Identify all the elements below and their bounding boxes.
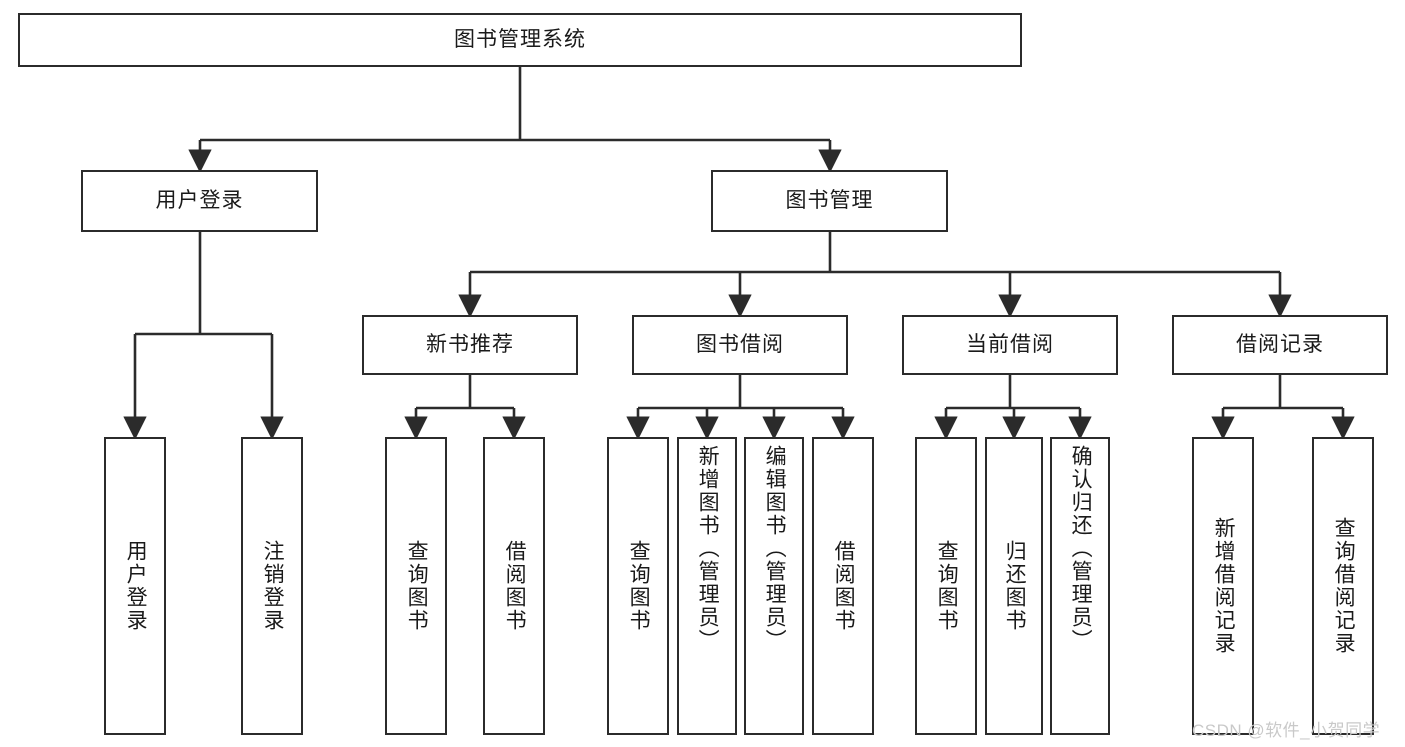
leaf-logout[interactable]: 注销登录 — [241, 437, 303, 735]
leaf-query-book-borrow-label: 查询图书 — [627, 540, 651, 632]
leaf-add-borrow-record-label: 新增借阅记录 — [1212, 517, 1236, 655]
leaf-borrow-book-label: 借阅图书 — [832, 540, 856, 632]
node-book-manage-label: 图书管理 — [785, 188, 874, 212]
node-book-borrow[interactable]: 图书借阅 — [632, 315, 848, 375]
leaf-add-book[interactable]: 新增图书（管理员） — [677, 437, 737, 735]
node-user-login-label: 用户登录 — [155, 188, 244, 212]
node-current-borrow-label: 当前借阅 — [966, 332, 1054, 356]
node-root[interactable]: 图书管理系统 — [18, 13, 1022, 67]
node-new-book-recommend[interactable]: 新书推荐 — [362, 315, 578, 375]
leaf-add-book-label: 新增图书（管理员） — [696, 445, 720, 652]
node-new-book-recommend-label: 新书推荐 — [426, 332, 514, 356]
leaf-borrow-book-recommend-label: 借阅图书 — [503, 540, 527, 632]
leaf-user-login-label: 用户登录 — [124, 540, 148, 632]
leaf-confirm-return[interactable]: 确认归还（管理员） — [1050, 437, 1110, 735]
node-current-borrow[interactable]: 当前借阅 — [902, 315, 1118, 375]
leaf-query-borrow-record[interactable]: 查询借阅记录 — [1312, 437, 1374, 735]
node-root-label: 图书管理系统 — [454, 27, 586, 51]
leaf-borrow-book[interactable]: 借阅图书 — [812, 437, 874, 735]
leaf-user-login[interactable]: 用户登录 — [104, 437, 166, 735]
leaf-return-book-label: 归还图书 — [1003, 540, 1027, 632]
leaf-add-borrow-record[interactable]: 新增借阅记录 — [1192, 437, 1254, 735]
leaf-logout-label: 注销登录 — [261, 540, 285, 632]
node-book-manage[interactable]: 图书管理 — [711, 170, 948, 232]
leaf-query-book-current-label: 查询图书 — [935, 540, 959, 632]
leaf-query-book-borrow[interactable]: 查询图书 — [607, 437, 669, 735]
leaf-query-book-recommend-label: 查询图书 — [405, 540, 429, 632]
leaf-query-book-current[interactable]: 查询图书 — [915, 437, 977, 735]
leaf-edit-book-label: 编辑图书（管理员） — [763, 445, 787, 652]
node-borrow-record[interactable]: 借阅记录 — [1172, 315, 1388, 375]
node-borrow-record-label: 借阅记录 — [1236, 332, 1324, 356]
leaf-edit-book[interactable]: 编辑图书（管理员） — [744, 437, 804, 735]
leaf-query-book-recommend[interactable]: 查询图书 — [385, 437, 447, 735]
node-book-borrow-label: 图书借阅 — [696, 332, 784, 356]
leaf-confirm-return-label: 确认归还（管理员） — [1069, 445, 1093, 652]
leaf-return-book[interactable]: 归还图书 — [985, 437, 1043, 735]
leaf-borrow-book-recommend[interactable]: 借阅图书 — [483, 437, 545, 735]
leaf-query-borrow-record-label: 查询借阅记录 — [1332, 517, 1356, 655]
watermark: CSDN @软件_小贺同学 — [1192, 721, 1381, 740]
node-user-login[interactable]: 用户登录 — [81, 170, 318, 232]
